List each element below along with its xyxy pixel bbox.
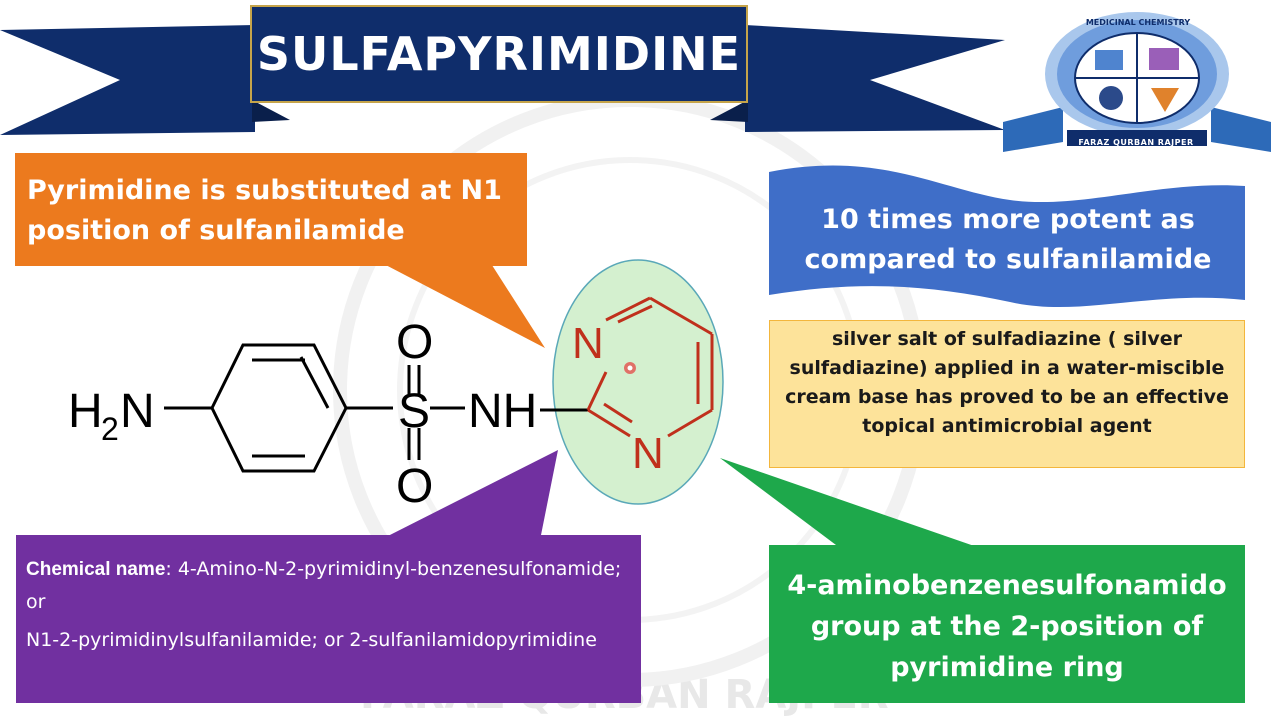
- ring-n1-label: N: [572, 319, 604, 368]
- blue-callout-text: 10 times more potent as compared to sulf…: [804, 204, 1212, 275]
- pyrimidine-highlight: [552, 259, 724, 505]
- title-banner: SULFAPYRIMIDINE: [250, 5, 748, 103]
- chemical-name-line1: Chemical name: 4-Amino-N-2-pyrimidinyl-b…: [26, 553, 631, 618]
- green-callout-text: 4-aminobenzenesulfonamido group at the 2…: [787, 570, 1227, 683]
- title-ribbon: [0, 25, 1005, 135]
- nh-label: NH: [468, 385, 537, 438]
- sulfur-label: S: [398, 385, 430, 438]
- amine-h-label: H: [68, 385, 103, 438]
- oxygen-bottom-label: O: [396, 460, 433, 513]
- green-callout: 4-aminobenzenesulfonamido group at the 2…: [769, 545, 1245, 703]
- amine-subscript: 2: [101, 411, 119, 447]
- yellow-callout: silver salt of sulfadiazine ( silver sul…: [769, 320, 1245, 468]
- amine-n-label: N: [120, 385, 155, 438]
- purple-callout: Chemical name: 4-Amino-N-2-pyrimidinyl-b…: [16, 535, 641, 703]
- blue-wave-shape: [769, 165, 1245, 308]
- yellow-callout-text: silver salt of sulfadiazine ( silver sul…: [785, 328, 1229, 437]
- ring-n2-label: N: [632, 429, 664, 478]
- chemical-name-line2: N1-2-pyrimidinylsulfanilamide; or 2-sulf…: [26, 629, 597, 651]
- chemical-name-label: Chemical name: [26, 559, 166, 580]
- medicinal-chemistry-logo: [1003, 12, 1271, 152]
- orange-callout-text: Pyrimidine is substituted at N1 position…: [27, 175, 502, 246]
- chemical-name-value: : 4-Amino-N-2-pyrimidinyl-benzenesulfona…: [26, 558, 622, 613]
- logo-title: MEDICINAL CHEMISTRY: [1085, 18, 1191, 27]
- orange-callout: Pyrimidine is substituted at N1 position…: [15, 153, 527, 266]
- logo-author: FARAZ QURBAN RAJPER: [1078, 138, 1194, 147]
- oxygen-top-label: O: [396, 316, 433, 369]
- page-title: SULFAPYRIMIDINE: [256, 27, 742, 81]
